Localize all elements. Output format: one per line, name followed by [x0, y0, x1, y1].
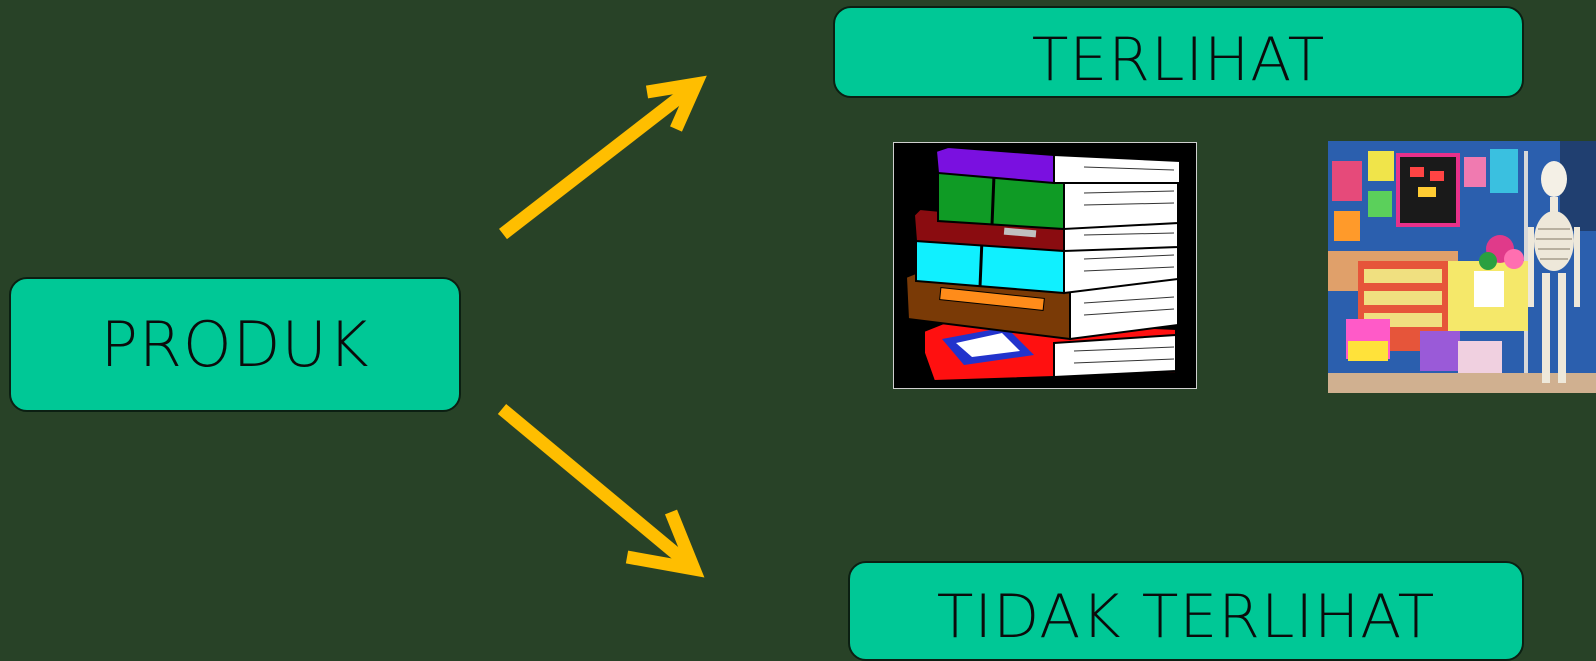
- arrow-to-terlihat: [499, 81, 697, 240]
- arrow-to-tidak-terlihat: [497, 404, 697, 572]
- produk-label: PRODUK: [100, 308, 370, 381]
- arrow-head-top: [645, 75, 707, 132]
- tidak-terlihat-label: TIDAK TERLIHAT: [936, 582, 1436, 652]
- tidak-terlihat-box: TIDAK TERLIHAT: [848, 561, 1524, 661]
- stacked-books-illustration: [893, 142, 1197, 389]
- classroom-photo: [1328, 141, 1596, 393]
- terlihat-box: TERLIHAT: [833, 6, 1524, 98]
- produk-box: PRODUK: [9, 277, 461, 412]
- arrow-head-bottom: [625, 509, 705, 578]
- terlihat-label: TERLIHAT: [1031, 25, 1326, 95]
